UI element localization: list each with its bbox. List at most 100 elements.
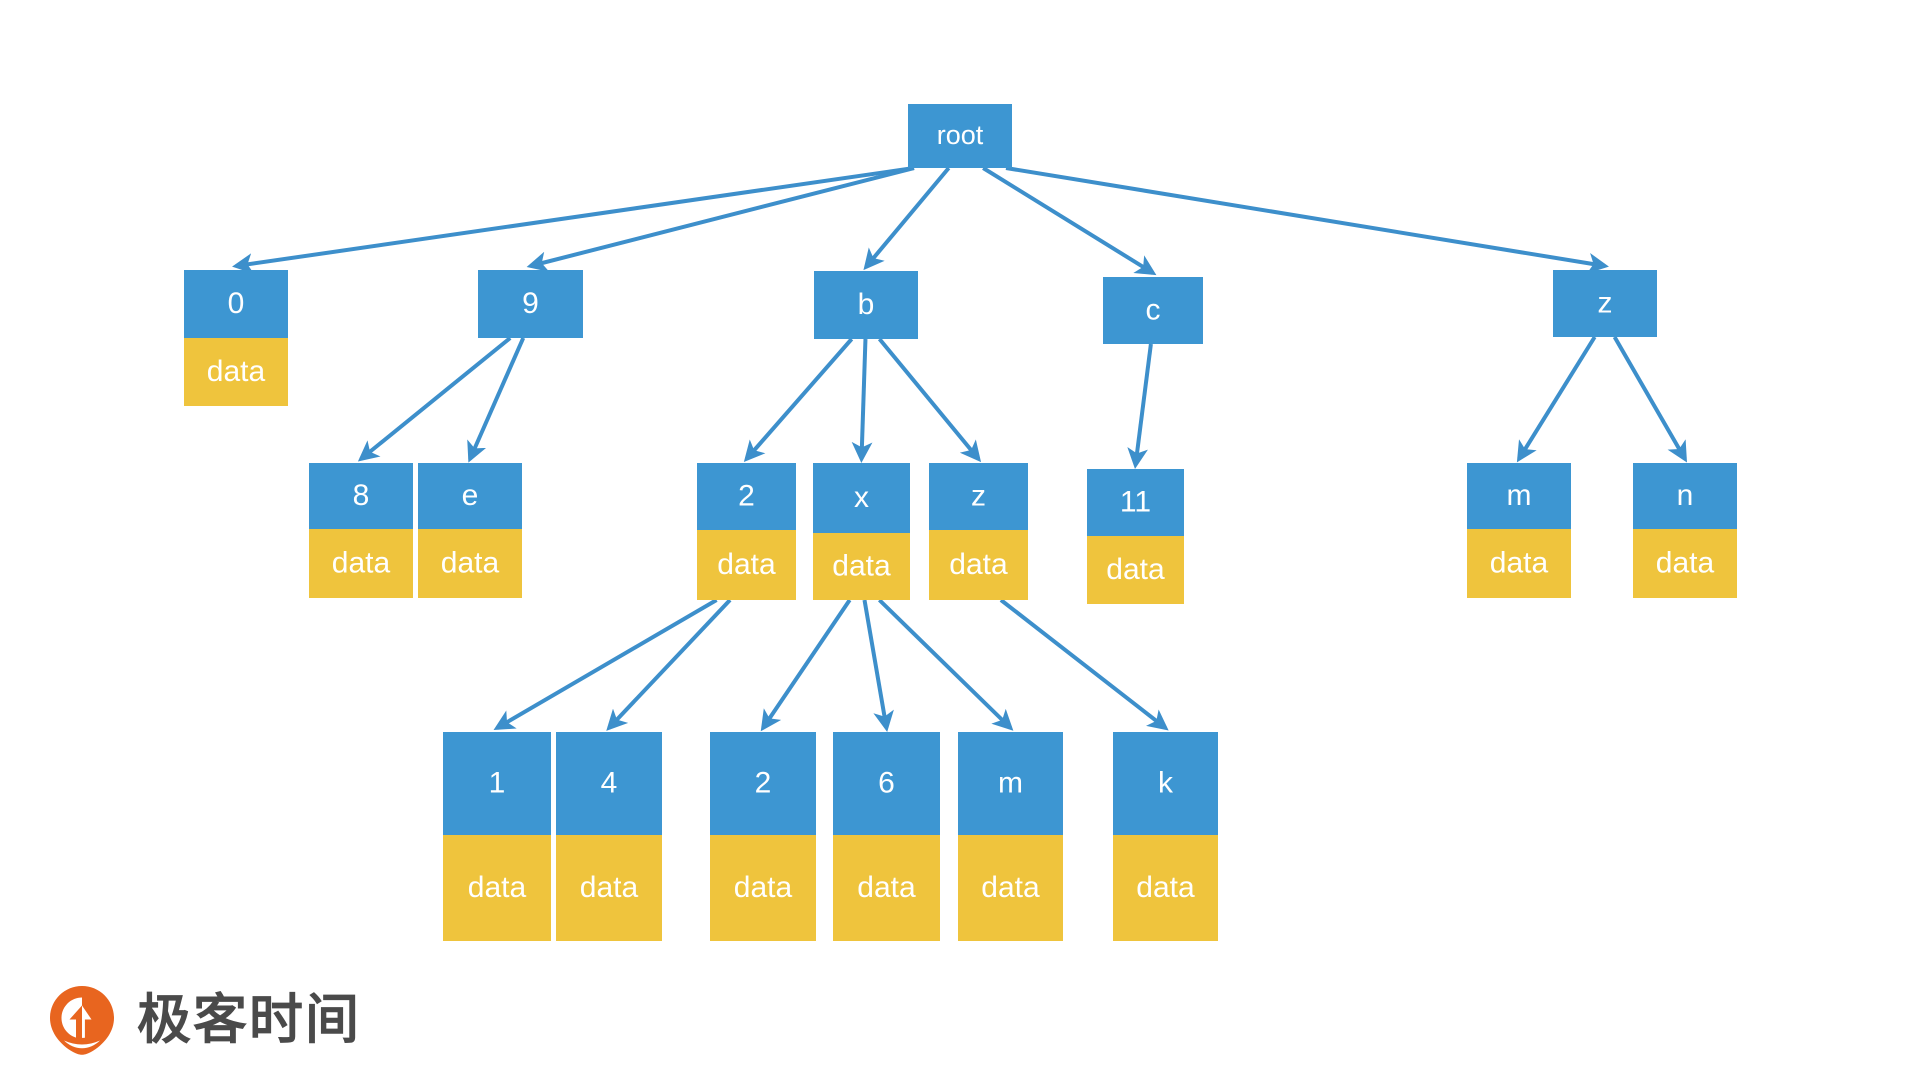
node-key-label: z [971, 479, 986, 512]
node-data-label: data [332, 546, 391, 579]
node-data-label: data [857, 871, 916, 904]
tree-node-l3-m[interactable]: m data [1467, 463, 1571, 598]
node-data-label: data [949, 548, 1008, 581]
node-key-label: m [998, 766, 1023, 799]
node-key-box [813, 463, 910, 533]
node-key-box [710, 732, 816, 835]
node-key-label: 8 [353, 479, 370, 512]
tree-edge-l2-b-to-l3-z [877, 337, 982, 463]
node-data-box [443, 835, 551, 941]
tree-node-l4-6[interactable]: 6 data [833, 732, 940, 941]
geektime-pin-logo-icon [45, 983, 119, 1057]
tree-edge-l2-z-to-l3-n [1612, 336, 1687, 463]
node-data-label: data [1490, 546, 1549, 579]
tree-edge-l3-2-to-l4-1 [493, 598, 718, 731]
node-data-box [184, 338, 288, 406]
tree-node-l2-c[interactable]: c [1103, 277, 1203, 344]
node-data-label: data [441, 546, 500, 579]
tree-edge-l2-9-to-l3-e [467, 337, 526, 463]
node-key-label: 9 [522, 287, 539, 320]
node-data-box [1087, 536, 1184, 604]
node-key-label: z [1598, 286, 1613, 319]
node-key-box [929, 463, 1028, 530]
tree-edge-root-to-l2-b [863, 166, 951, 271]
node-data-label: data [1106, 553, 1165, 586]
tree-node-l2-9[interactable]: 9 [478, 270, 583, 338]
node-key-label: root [937, 120, 984, 150]
node-key-label: 2 [738, 479, 755, 512]
node-data-box [556, 835, 662, 941]
geektime-brand-name: 极客时间 [137, 988, 361, 1051]
node-key-label: 11 [1120, 485, 1151, 518]
tree-node-l3-z[interactable]: z data [929, 463, 1028, 600]
node-key-label: 6 [878, 766, 895, 799]
node-key-label: b [858, 288, 875, 321]
tree-node-l2-z[interactable]: z [1553, 270, 1657, 337]
node-data-box [1113, 835, 1218, 941]
node-key-label: c [1146, 293, 1161, 326]
node-key-box [958, 732, 1063, 835]
node-key-label: 0 [228, 287, 245, 320]
tree-edge-l3-x-to-l4-2 [760, 598, 852, 732]
node-data-label: data [207, 355, 266, 388]
node-data-label: data [1656, 546, 1715, 579]
tree-node-l3-8[interactable]: 8 data [309, 463, 413, 598]
tree-node-root[interactable]: root [908, 104, 1012, 168]
node-key-box [697, 463, 796, 530]
node-data-box [929, 530, 1028, 600]
node-key-label: 4 [601, 766, 618, 799]
tree-edge-l3-x-to-l4-m [877, 598, 1014, 731]
tree-node-l3-e[interactable]: e data [418, 463, 522, 598]
node-data-label: data [580, 871, 639, 904]
tree-edge-l2-b-to-l3-x [851, 338, 873, 463]
node-key-box [1113, 732, 1218, 835]
node-key-box [556, 732, 662, 835]
node-data-box [309, 529, 413, 598]
tree-edge-l2-c-to-l3-11 [1127, 343, 1153, 469]
node-key-label: e [462, 479, 479, 512]
node-data-box [813, 533, 910, 600]
node-key-label: 2 [755, 766, 772, 799]
node-key-box [478, 270, 583, 338]
node-data-box [418, 529, 522, 598]
node-key-box [1087, 469, 1184, 536]
node-key-label: x [854, 481, 869, 514]
node-data-box [1633, 529, 1737, 598]
tree-edge-l3-2-to-l4-4 [606, 598, 732, 731]
tree-edge-l3-x-to-l4-6 [862, 599, 894, 732]
tree-node-l3-x[interactable]: x data [813, 463, 910, 600]
node-key-box [443, 732, 551, 835]
tree-node-l2-b[interactable]: b [814, 271, 918, 339]
node-key-box [1103, 277, 1203, 344]
node-key-box [309, 463, 413, 529]
node-data-box [697, 530, 796, 600]
node-data-label: data [832, 549, 891, 582]
tree-node-l2-0[interactable]: 0 data [184, 270, 288, 406]
edges-layer [232, 166, 1687, 732]
node-key-box [908, 104, 1012, 168]
tree-edge-root-to-l2-0 [232, 166, 915, 274]
geektime-brand-logo: 极客时间 [45, 980, 361, 1060]
tree-edge-root-to-l2-z [1005, 166, 1609, 274]
node-data-box [958, 835, 1063, 941]
node-key-box [833, 732, 940, 835]
tree-node-l3-11[interactable]: 11 data [1087, 469, 1184, 604]
tree-node-l4-m[interactable]: m data [958, 732, 1063, 941]
node-data-label: data [468, 871, 527, 904]
node-key-label: m [1507, 479, 1532, 512]
node-data-label: data [981, 871, 1040, 904]
tree-edge-l3-z-to-l4-k [999, 598, 1169, 731]
node-data-label: data [1136, 871, 1195, 904]
node-data-box [710, 835, 816, 941]
node-key-box [418, 463, 522, 529]
tree-node-l4-4[interactable]: 4 data [556, 732, 662, 941]
tree-edge-l2-b-to-l3-2 [743, 337, 854, 463]
node-key-box [1553, 270, 1657, 337]
